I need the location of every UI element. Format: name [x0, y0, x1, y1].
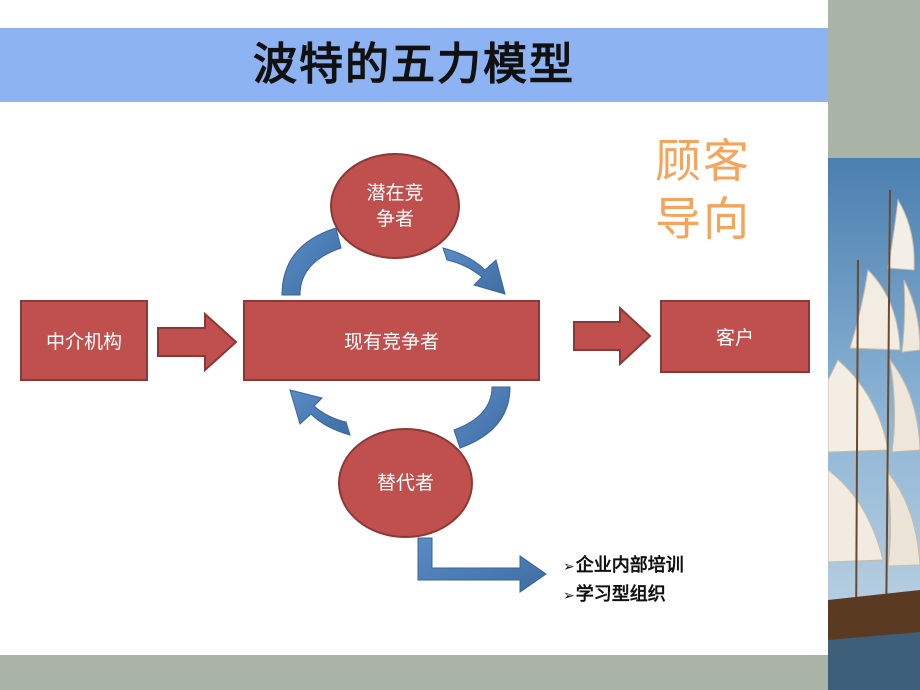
arrow-bullet-icon: ➢ — [563, 559, 575, 575]
customer-orientation-label: 顾客 导向 — [655, 132, 805, 248]
potential-competitors-label-line2: 争者 — [375, 208, 414, 230]
substitutes-label: 替代者 — [376, 472, 434, 494]
arrow-competitors-to-customers — [573, 305, 652, 367]
existing-competitors-label: 现有竞争者 — [343, 331, 439, 353]
substitutes-circle: 替代者 — [338, 428, 473, 538]
title-band — [0, 28, 828, 102]
footer-band — [0, 655, 828, 690]
existing-competitors-box: 现有竞争者 — [243, 300, 540, 381]
intermediary-label: 中介机构 — [45, 331, 122, 353]
customers-box: 客户 — [660, 300, 810, 373]
bullet-text: 企业内部培训 — [575, 555, 684, 576]
arrow-intermediary-to-competitors — [157, 311, 238, 373]
arc-arrow-top-left — [281, 227, 342, 296]
orientation-line2: 导向 — [655, 192, 751, 246]
intermediary-box: 中介机构 — [20, 300, 148, 381]
arrow-bullet-icon: ➢ — [563, 588, 575, 604]
bullet-item: ➢企业内部培训 — [563, 552, 684, 581]
arc-arrow-bottom-left — [289, 389, 351, 436]
arrow-substitutes-to-bullets — [417, 537, 547, 593]
arrows-layer — [157, 227, 652, 593]
potential-competitors-circle: 潜在竞 争者 — [330, 153, 460, 259]
bullet-list: ➢企业内部培训 ➢学习型组织 — [563, 552, 684, 610]
orientation-line1: 顾客 — [655, 134, 751, 188]
sailing-ship-image — [828, 0, 920, 690]
arc-arrow-top-right — [442, 247, 506, 295]
slide-title: 波特的五力模型 — [253, 39, 575, 90]
potential-competitors-label-line1: 潜在竞 — [366, 182, 424, 204]
bullet-item: ➢学习型组织 — [563, 581, 684, 610]
bullet-text: 学习型组织 — [575, 584, 666, 605]
arc-arrow-bottom-right — [453, 386, 511, 449]
customers-label: 客户 — [715, 327, 754, 349]
